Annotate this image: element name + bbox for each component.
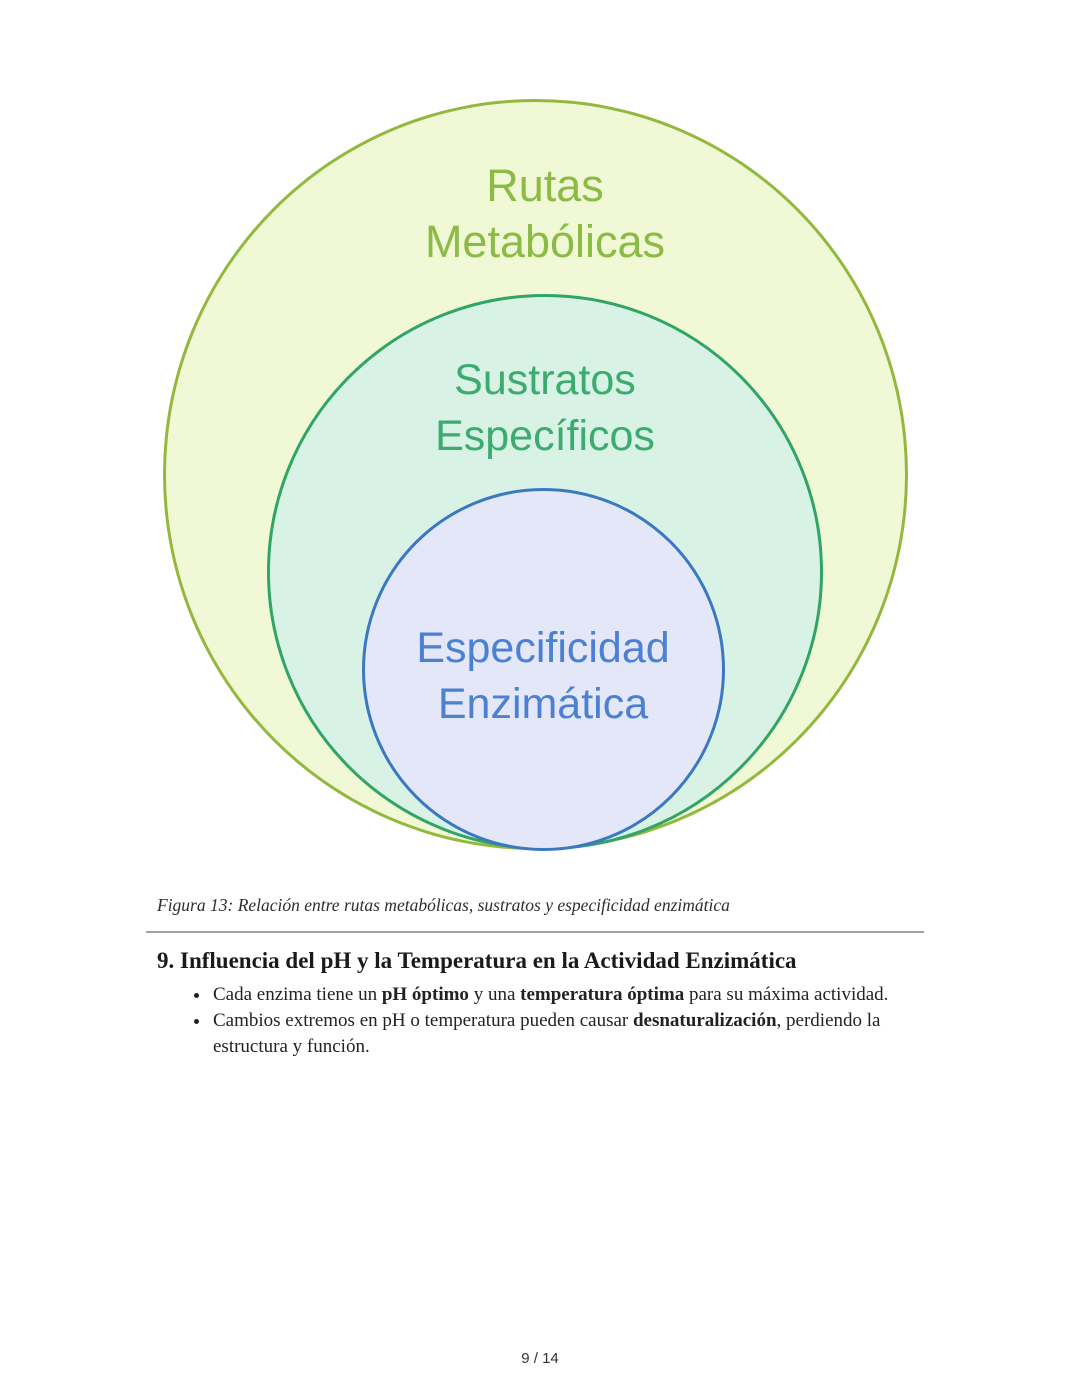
page-indicator: 9 / 14 — [521, 1350, 559, 1367]
list-item: Cambios extremos en pH o temperatura pue… — [211, 1008, 906, 1059]
venn-circle-especificidad-enzimatica — [362, 488, 725, 851]
venn-label-rutas-metabolicas: Rutas Metabólicas — [424, 160, 666, 267]
bullet-list: Cada enzima tiene un pH óptimo y una tem… — [186, 982, 906, 1060]
venn-label-especificidad-enzimatica: Especificidad Enzimática — [416, 624, 670, 728]
horizontal-divider — [146, 931, 924, 933]
venn-label-sustratos-especificos: Sustratos Específicos — [435, 356, 655, 460]
figure-caption: Figura 13: Relación entre rutas metabóli… — [157, 895, 730, 915]
section-heading: 9. Influencia del pH y la Temperatura en… — [157, 948, 797, 973]
list-item: Cada enzima tiene un pH óptimo y una tem… — [211, 982, 906, 1008]
